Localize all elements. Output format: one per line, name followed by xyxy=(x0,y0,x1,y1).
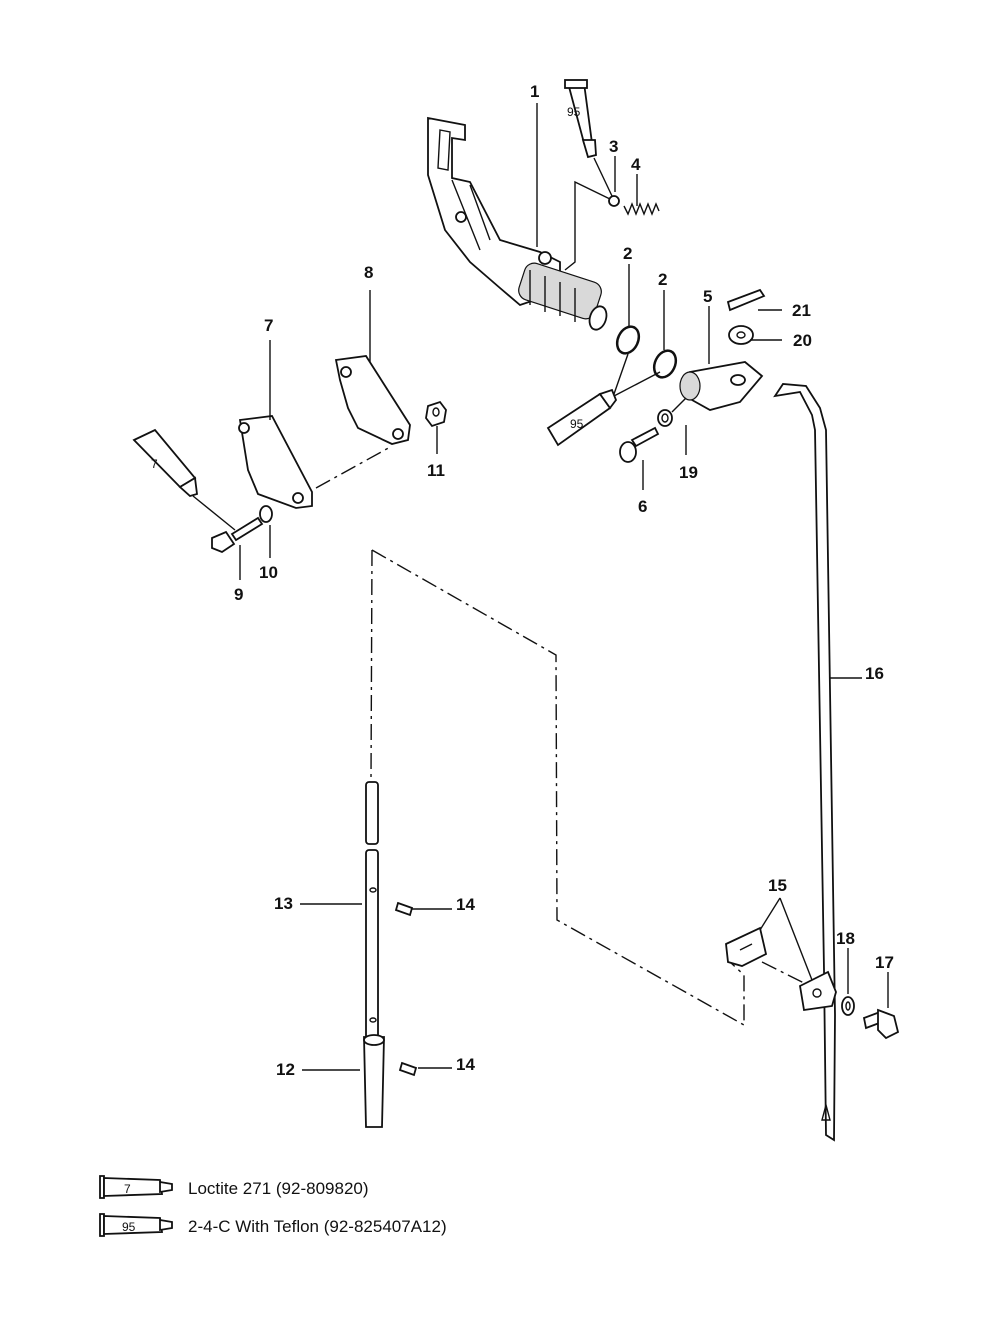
callout-1: 1 xyxy=(530,82,539,101)
callout-4: 4 xyxy=(631,155,641,174)
callout-14-lower: 14 xyxy=(456,1055,475,1074)
tube-label-95-top: 95 xyxy=(567,105,581,119)
detent-spring-part-4 xyxy=(623,202,660,216)
o-ring-part-2-left xyxy=(615,325,641,355)
rod-clamp-part-15 xyxy=(725,926,837,1012)
detent-ball-part-3 xyxy=(608,195,620,207)
legend-label-loctite: Loctite 271 (92-809820) xyxy=(188,1179,369,1198)
shift-shaft-coupler-part-12 xyxy=(363,1034,385,1128)
callout-13: 13 xyxy=(274,894,293,913)
cover-plate-part-7 xyxy=(238,415,313,509)
shift-rod-part-16 xyxy=(773,383,836,1142)
washer-part-18 xyxy=(841,996,855,1016)
callout-12: 12 xyxy=(276,1060,295,1079)
grease-tube-95-top: 95 xyxy=(564,79,613,197)
callout-16: 16 xyxy=(865,664,884,683)
callout-8: 8 xyxy=(364,263,373,282)
callout-3: 3 xyxy=(609,137,618,156)
callout-18: 18 xyxy=(836,929,855,948)
tube-label-95-mid: 95 xyxy=(570,417,584,431)
callout-6: 6 xyxy=(638,497,647,516)
legend-item-loctite: 7 Loctite 271 (92-809820) xyxy=(99,1175,369,1199)
shift-lever-part-1 xyxy=(427,116,608,331)
legend-label-teflon: 2-4-C With Teflon (92-825407A12) xyxy=(188,1217,447,1236)
washer-part-20 xyxy=(728,325,754,345)
legend: 7 Loctite 271 (92-809820) 95 2-4-C With … xyxy=(99,1175,447,1237)
callout-10: 10 xyxy=(259,563,278,582)
bolt-part-17 xyxy=(862,1008,900,1040)
shift-shaft-part-13 xyxy=(365,781,379,1041)
bolt-part-9 xyxy=(211,516,264,554)
screw-part-6 xyxy=(619,426,660,463)
gasket-part-8 xyxy=(334,355,411,445)
callout-numbers: 1 3 4 2 2 5 21 20 8 7 11 19 6 10 9 16 15… xyxy=(234,82,894,1079)
callout-9: 9 xyxy=(234,585,243,604)
callout-20: 20 xyxy=(793,331,812,350)
callout-5: 5 xyxy=(703,287,712,306)
callout-2-left: 2 xyxy=(623,244,632,263)
assembly-alignment-frame xyxy=(371,549,745,1027)
washer-part-10 xyxy=(259,505,273,523)
legend-item-teflon-grease: 95 2-4-C With Teflon (92-825407A12) xyxy=(99,1213,447,1237)
callout-15: 15 xyxy=(768,876,787,895)
callout-11: 11 xyxy=(427,461,445,480)
callout-17: 17 xyxy=(875,953,894,972)
washer-part-19 xyxy=(657,409,673,427)
legend-code-95: 95 xyxy=(122,1220,136,1234)
shift-arm-part-5 xyxy=(679,361,764,411)
lever-detent-leader xyxy=(564,180,613,271)
callout-21: 21 xyxy=(792,301,811,320)
grease-tube-95-middle: 95 xyxy=(546,353,661,447)
o-ring-part-2-right xyxy=(652,349,678,379)
loctite-tube-7-left: 7 xyxy=(132,428,236,531)
plate-alignment-line xyxy=(315,445,393,489)
callout-7: 7 xyxy=(264,316,273,335)
roll-pin-part-14-lower xyxy=(398,1061,418,1077)
callout-14-upper: 14 xyxy=(456,895,475,914)
nut-part-11 xyxy=(425,400,447,428)
legend-code-7: 7 xyxy=(124,1182,131,1196)
leader-lines xyxy=(239,103,889,1071)
callout-19: 19 xyxy=(679,463,698,482)
tube-label-7: 7 xyxy=(151,457,158,471)
roll-pin-part-14-upper xyxy=(394,901,414,917)
cotter-pin-part-21 xyxy=(726,288,766,312)
callout-2-right: 2 xyxy=(658,270,667,289)
